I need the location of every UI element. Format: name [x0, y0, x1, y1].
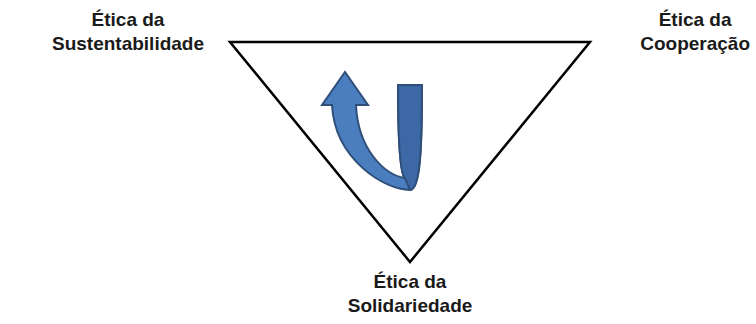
vertex-label: Ética da Sustentabilidade [52, 8, 204, 56]
cycle-arrow-shade [398, 85, 422, 190]
vertex-label: Ética da Cooperação [640, 8, 750, 56]
triangle [230, 42, 590, 262]
cycle-arrow [322, 72, 422, 190]
vertex-label: Ética da Solidariedade [348, 270, 473, 318]
